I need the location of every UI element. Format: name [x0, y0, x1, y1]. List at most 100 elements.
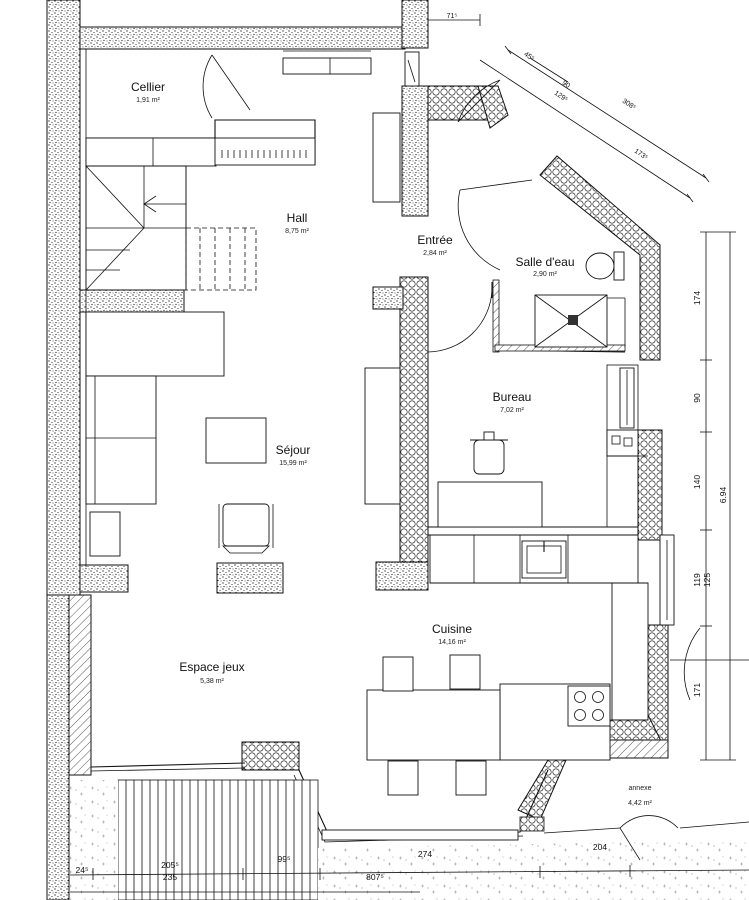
room-labels: Cellier 1,91 m² Hall 8,75 m² Entrée 2,84…	[131, 80, 653, 807]
sejour-stub-mid	[216, 562, 284, 594]
cellier-rack-slots	[221, 150, 307, 158]
dining-chair-2	[449, 654, 481, 690]
dim-right-174: 174	[692, 291, 702, 305]
label-sejour: Séjour	[276, 443, 311, 457]
left-wall-lower	[46, 594, 70, 900]
label-bureau: Bureau	[493, 390, 532, 404]
dining-chair-3	[387, 760, 419, 796]
bay-wall-left	[241, 741, 300, 771]
sejour-stub-left	[79, 564, 129, 593]
cellier-door-swing	[202, 54, 251, 119]
sofa-side	[85, 375, 157, 505]
hall-lower-wall	[79, 289, 185, 313]
lounge-chair	[218, 503, 274, 554]
dim-right-90: 90	[692, 393, 702, 403]
terrace-deck	[117, 779, 319, 900]
bathroom-outer-wall	[539, 155, 661, 361]
label-hall: Hall	[287, 211, 308, 225]
dim-right-140: 140	[692, 475, 702, 489]
label-cellier: Cellier	[131, 80, 165, 94]
sejour-furniture	[85, 311, 401, 557]
dim-top: 71⁵	[447, 13, 458, 20]
dim-diag-45: 45⁵	[522, 51, 535, 63]
left-wall	[46, 0, 81, 596]
label-espace-jeux: Espace jeux	[179, 660, 244, 674]
dim-diag-90: 90	[561, 80, 571, 90]
bathroom-fixtures	[534, 251, 626, 348]
area-hall: 8,75 m²	[285, 228, 309, 235]
dim-right-119: 119	[692, 573, 702, 587]
area-bureau: 7,02 m²	[500, 407, 524, 414]
dim-bottom-24: 24⁵	[76, 865, 89, 875]
dim-bottom-205: 205⁵	[161, 860, 179, 870]
coffee-table	[205, 417, 267, 464]
left-wall-lower-insul	[68, 594, 92, 776]
dining-table	[366, 689, 501, 761]
central-wall	[399, 276, 429, 568]
sofa-back	[85, 311, 225, 377]
desk	[437, 481, 543, 528]
hob-icon	[567, 685, 611, 727]
dim-right-171: 171	[692, 683, 702, 697]
dim-right-694: 6.94	[718, 486, 728, 503]
tv-unit	[364, 367, 401, 505]
entry-wall-block	[401, 85, 429, 217]
bureau-door-swing	[427, 289, 493, 353]
office-chair	[470, 431, 508, 475]
cellier-rack	[214, 137, 316, 166]
label-salle-eau: Salle d'eau	[515, 255, 574, 269]
label-annexe: annexe	[629, 785, 652, 792]
bathroom-partition-fill	[492, 279, 500, 353]
area-annexe: 4,42 m²	[628, 800, 652, 807]
entry-door-swing	[457, 79, 501, 123]
area-salle-eau: 2,90 m²	[533, 271, 557, 278]
interior-lines	[85, 48, 420, 567]
area-cuisine: 14,16 m²	[438, 639, 466, 646]
area-entree: 2,84 m²	[423, 250, 447, 257]
bureau-kitchen-partition	[427, 526, 639, 536]
dimension-lines	[69, 14, 749, 893]
dim-right-125: 125	[702, 573, 712, 587]
dim-diag-129: 129⁵	[553, 90, 569, 104]
bathroom-door-swing	[457, 179, 533, 271]
cellier-shelf	[85, 137, 217, 167]
sink-icon	[521, 540, 567, 579]
dining-chair-1	[382, 656, 414, 692]
coat-rack	[282, 57, 372, 75]
central-wall-cap	[372, 286, 404, 310]
doors	[427, 79, 749, 701]
terrace-boards	[125, 780, 311, 900]
bay-angle-right	[517, 759, 567, 821]
entry-wall-angle	[477, 85, 509, 129]
area-sejour: 15,99 m²	[279, 460, 307, 467]
staircase	[85, 165, 257, 291]
top-wall	[79, 26, 406, 50]
dim-bottom-204: 204	[593, 842, 607, 852]
dim-bottom-235: 235	[163, 872, 177, 882]
garden-ground-left	[70, 780, 118, 900]
dim-bottom-274: 274	[418, 849, 432, 859]
area-espace-jeux: 5,38 m²	[200, 678, 224, 685]
dim-diag-173: 173⁵	[633, 148, 649, 162]
bureau-furniture	[437, 364, 648, 528]
entry-cabinet	[372, 112, 401, 203]
dining-chair-4	[455, 760, 487, 796]
kitchen	[366, 534, 675, 796]
dim-diag-308: 308⁵	[621, 98, 637, 112]
top-wall-pillar	[401, 0, 429, 49]
label-entree: Entrée	[417, 233, 453, 247]
garden-door-swing	[670, 627, 749, 701]
label-cuisine: Cuisine	[432, 622, 472, 636]
central-wall-foot	[375, 561, 429, 591]
dimension-labels: 71⁵ 45⁵ 90 129⁵ 308⁵ 173⁵ 174 90 140 6.9…	[76, 13, 728, 882]
armchair	[89, 511, 121, 557]
toilet-icon	[585, 251, 625, 281]
dim-bottom-99: 99⁵	[278, 854, 291, 864]
kitchen-side-counter	[611, 582, 649, 721]
area-cellier: 1,91 m²	[136, 97, 160, 104]
right-wall-insul-1	[637, 429, 663, 541]
garden-ground-right	[318, 840, 749, 900]
terrace	[70, 779, 749, 900]
entry-window	[404, 51, 420, 87]
